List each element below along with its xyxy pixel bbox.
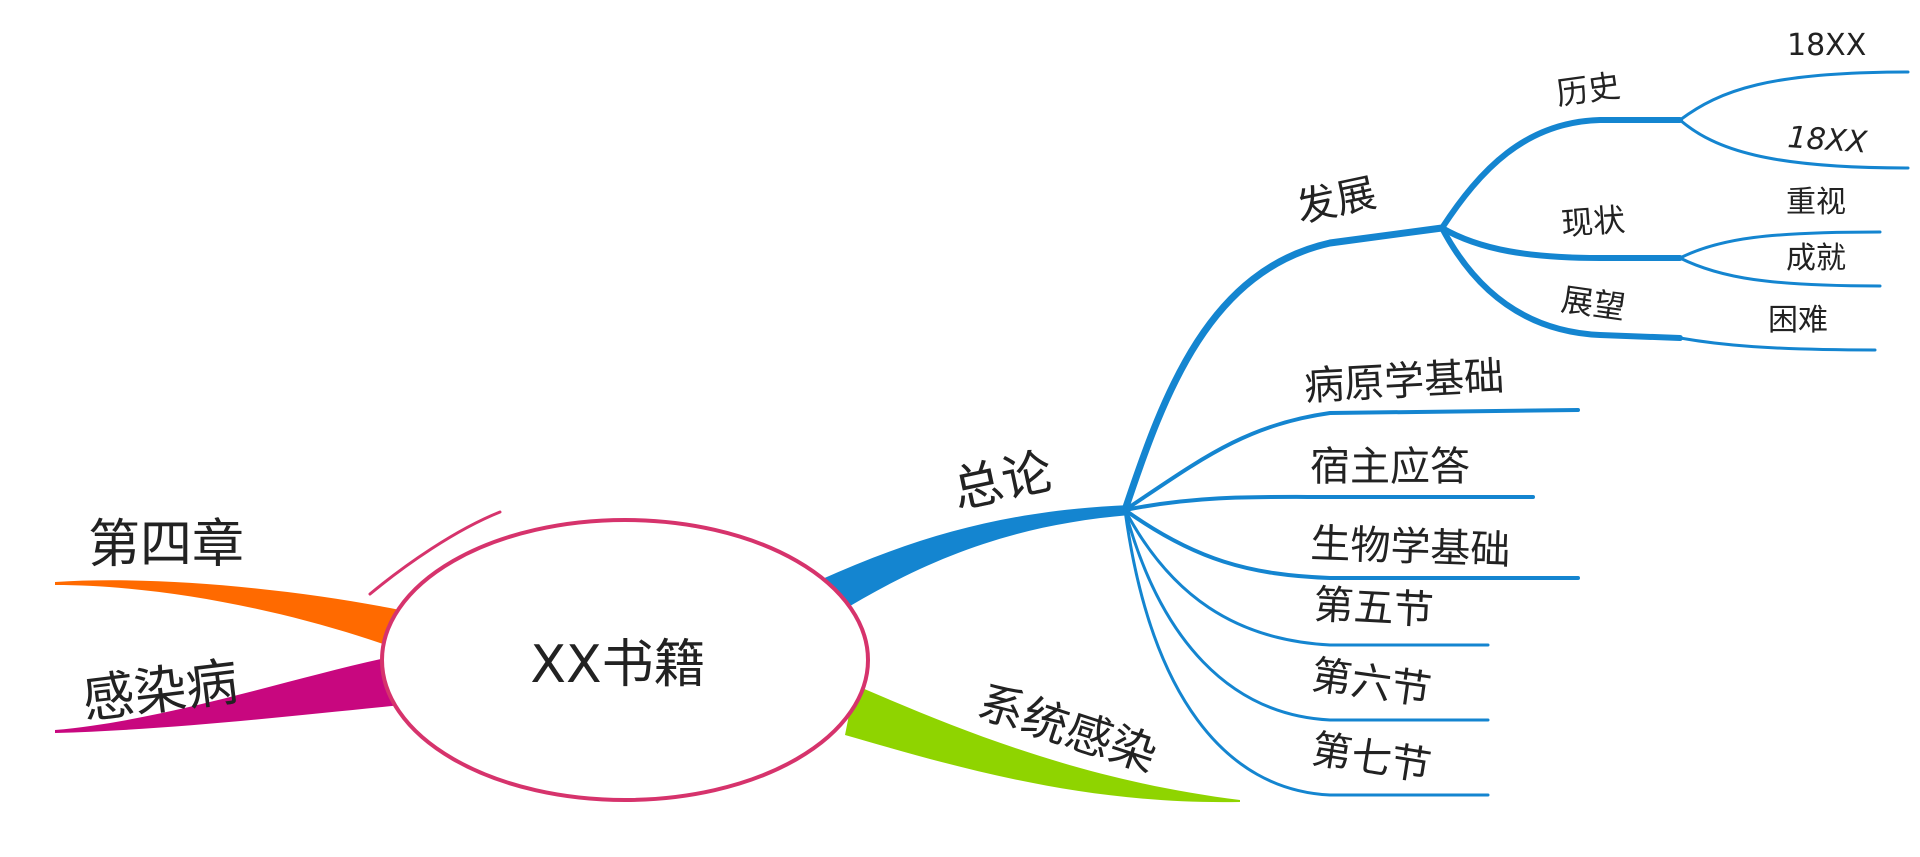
section6-label[interactable]: 第六节 — [1309, 652, 1434, 714]
line-pathogen-basics[interactable] — [1123, 408, 1580, 512]
line-status-item-2[interactable] — [1678, 256, 1882, 288]
central-topic-ellipse[interactable] — [380, 518, 870, 802]
line-history[interactable] — [1439, 117, 1683, 231]
status-label[interactable]: 现状 — [1560, 201, 1627, 243]
pathogen-basics-label[interactable]: 病原学基础 — [1303, 354, 1505, 410]
outlook-label[interactable]: 展望 — [1559, 280, 1628, 327]
line-history-item-2[interactable] — [1678, 118, 1910, 170]
development-label[interactable]: 发展 — [1293, 170, 1381, 232]
line-biology-basics[interactable] — [1123, 508, 1580, 580]
host-response-label[interactable]: 宿主应答 — [1310, 444, 1470, 490]
line-section7[interactable] — [1123, 508, 1490, 797]
biology-basics-label[interactable]: 生物学基础 — [1310, 521, 1511, 574]
history-label[interactable]: 历史 — [1554, 66, 1623, 113]
line-section6[interactable] — [1123, 508, 1490, 722]
line-development[interactable] — [1121, 224, 1446, 514]
branch-infectious-disease[interactable] — [55, 655, 402, 733]
status-item-2-label[interactable]: 成就 — [1786, 241, 1846, 276]
outlook-item-1-label[interactable]: 困难 — [1768, 303, 1828, 338]
section5-label[interactable]: 第五节 — [1312, 582, 1434, 634]
history-item-2-label[interactable]: 18XX — [1786, 120, 1869, 161]
line-outlook[interactable] — [1439, 225, 1683, 341]
line-section5[interactable] — [1123, 508, 1490, 647]
line-status-item-1[interactable] — [1678, 230, 1882, 260]
branch-systemic-infection[interactable] — [845, 685, 1240, 803]
status-item-1-label[interactable]: 重视 — [1786, 185, 1846, 220]
central-topic-label: XX书籍 — [530, 635, 705, 695]
line-history-item-1[interactable] — [1678, 70, 1910, 122]
section7-label[interactable]: 第七节 — [1308, 726, 1434, 790]
branch-general[interactable] — [820, 505, 1130, 615]
line-host-response[interactable] — [1123, 494, 1535, 512]
central-topic-sketch-stroke — [368, 510, 502, 596]
chapter4-label[interactable]: 第四章 — [88, 515, 244, 575]
line-outlook-item-1[interactable] — [1678, 336, 1877, 352]
history-item-1-label[interactable]: 18XX — [1787, 28, 1866, 63]
line-status[interactable] — [1439, 225, 1683, 261]
general-subbranches — [1121, 70, 1910, 797]
branch-chapter4[interactable] — [55, 580, 400, 650]
general-label[interactable]: 总论 — [947, 442, 1057, 520]
central-topic-node[interactable]: XX书籍 — [368, 510, 870, 802]
